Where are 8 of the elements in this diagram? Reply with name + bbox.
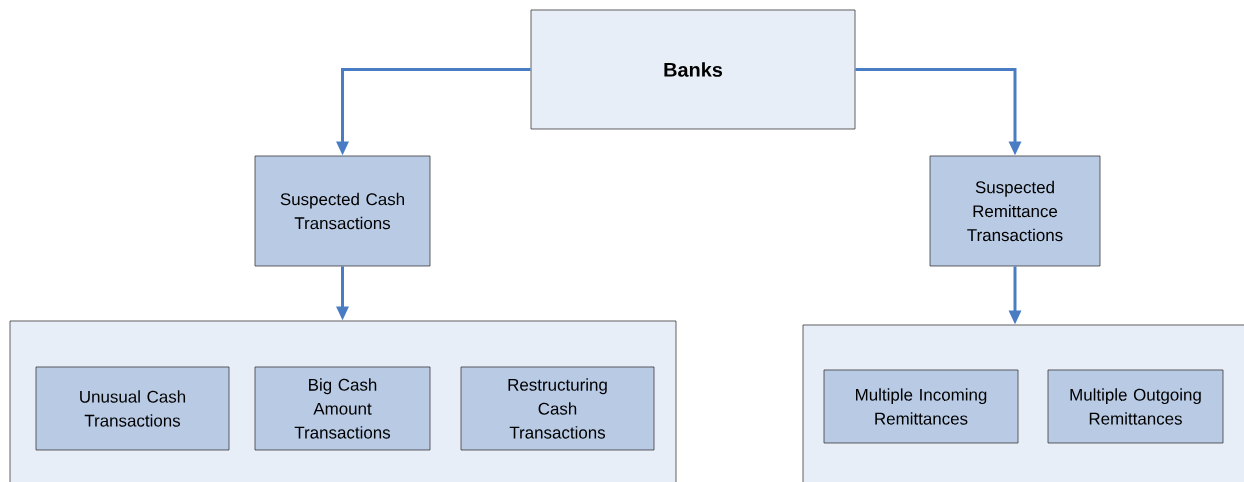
- process-box: Restructuring Cash Transactions: [460, 366, 655, 451]
- category-box: Suspected Cash Transactions: [254, 155, 431, 267]
- category-box: Suspected Remittance Transactions: [929, 155, 1101, 267]
- process-box: Multiple Outgoing Remittances: [1047, 369, 1224, 444]
- root-box: Banks: [530, 9, 856, 130]
- process-box: Big Cash Amount Transactions: [254, 366, 431, 451]
- process-box: Multiple Incoming Remittances: [823, 369, 1019, 444]
- process-box: Unusual Cash Transactions: [35, 366, 230, 451]
